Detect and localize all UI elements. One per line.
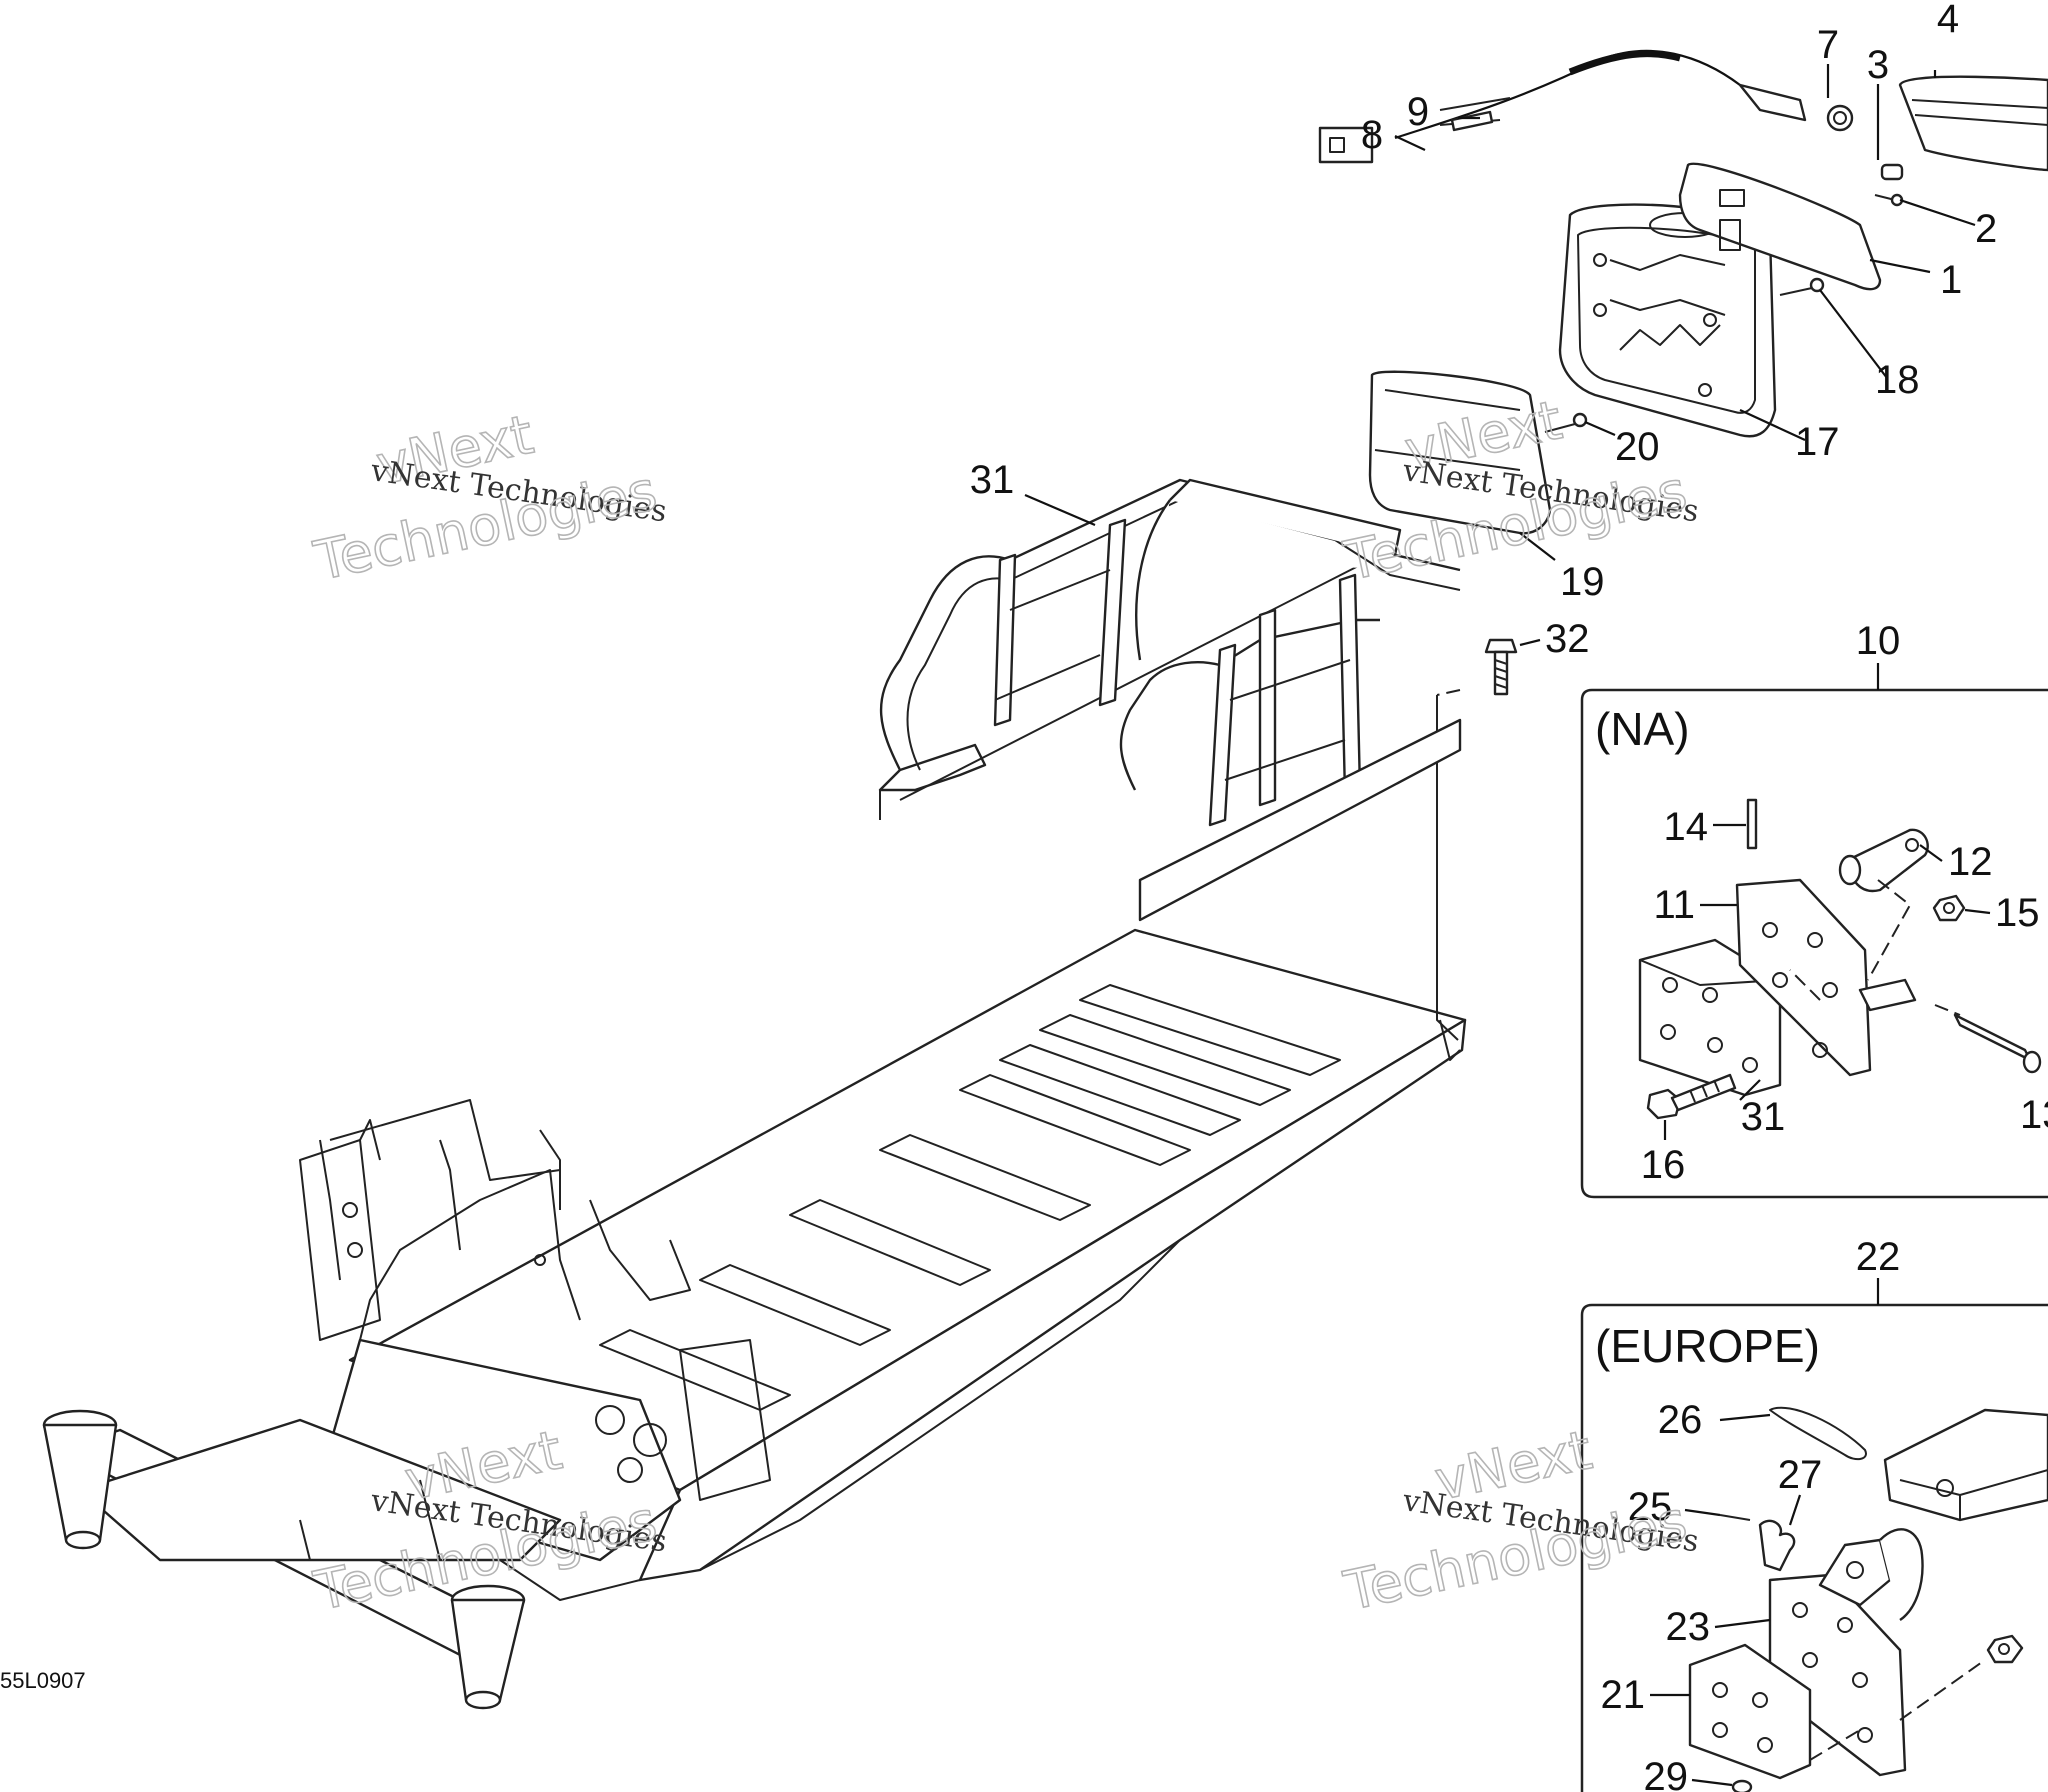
callout-2: 2 [1975,207,1997,251]
drawing-code: 55L0907 [0,1668,86,1693]
rear-rack [878,478,1462,922]
front-grab-handle-left [42,1409,118,1550]
callout-16: 16 [1641,1143,1686,1187]
callout-number-set: 1 2 3 4 7 8 9 10 11 12 13 14 15 16 17 18… [970,0,2048,1792]
inset-na-title: (NA) [1595,703,1690,755]
callout-4-label: 4 [1937,0,1959,41]
watermark-bottom-right: vNext vNext Technologies Technologies [1338,1417,1701,1623]
callout-20: 20 [1615,425,1660,469]
callout-11: 11 [1653,883,1695,927]
sled-frame [42,689,1467,1710]
callout-10: 10 [1856,619,1901,663]
callout-31-rack: 31 [970,458,1015,502]
callout-32: 32 [1545,617,1590,661]
callout-3-label: 3 [1867,43,1889,87]
callout-21: 21 [1601,1673,1646,1717]
front-grab-handle-right [450,1584,526,1710]
callout-27: 27 [1778,1453,1823,1497]
callout-18: 18 [1875,358,1920,402]
callout-26: 26 [1658,1398,1703,1442]
callout-14: 14 [1664,805,1709,849]
callout-15: 15 [1995,891,2040,935]
callout-31-pad: 31 [1741,1095,1786,1139]
bolt-32 [1484,638,1518,696]
callout-7-label: 7 [1817,23,1839,67]
inset-europe-title: (EUROPE) [1595,1320,1820,1372]
callout-8: 8 [1361,113,1383,157]
deck-slots [599,984,1341,1411]
callout-13: 13 [2020,1093,2048,1137]
callout-9: 9 [1407,90,1429,134]
inset-europe: (EUROPE) [1580,1278,2048,1792]
callout-22: 22 [1856,1235,1901,1279]
callout-17: 17 [1795,420,1840,464]
watermark-top-left: vNext vNext Technologies Technologies [308,402,669,594]
callout-29: 29 [1644,1755,1689,1792]
tail-light-assembly [1318,49,2048,535]
callout-leaders [1024,64,1991,1787]
inset-na: (NA) [1580,663,2048,1199]
callout-19: 19 [1560,560,1605,604]
callout-12: 12 [1948,840,1993,884]
callout-1: 1 [1940,258,1962,302]
callout-23: 23 [1666,1605,1711,1649]
callout-25: 25 [1628,1485,1673,1529]
